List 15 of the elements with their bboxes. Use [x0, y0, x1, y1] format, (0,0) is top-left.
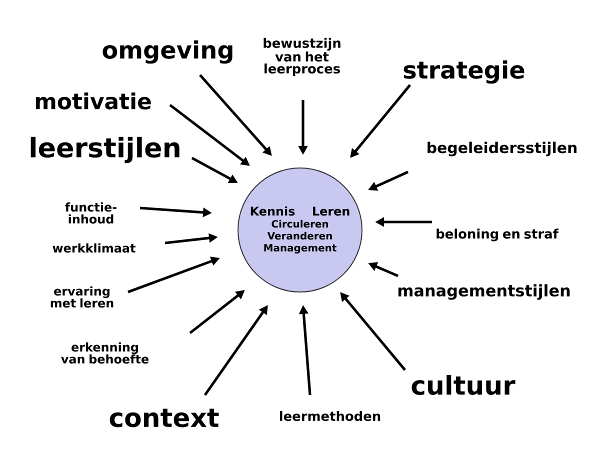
factor-label: cultuur: [412, 374, 516, 395]
factor-label: strategie: [404, 60, 524, 84]
factor-label: omgeving: [102, 40, 232, 64]
factor-label: begeleidersstijlen: [428, 142, 576, 156]
factor-label: leermethoden: [280, 410, 380, 421]
factor-label: bewustzijn van het leerproces: [264, 38, 340, 76]
factor-label: erkenning van behoefte: [61, 342, 149, 364]
factor-label: ervaring met leren: [50, 286, 114, 308]
factor-label: managementstijlen: [398, 284, 570, 300]
factor-label: context: [110, 408, 219, 428]
factor-label: leerstijlen: [30, 136, 180, 164]
factor-label: motivatie: [36, 92, 151, 110]
factor-label: beloning en straf: [436, 228, 559, 242]
factor-label: werkklimaat: [52, 243, 136, 253]
factor-label: functie-inhoud: [65, 202, 116, 224]
